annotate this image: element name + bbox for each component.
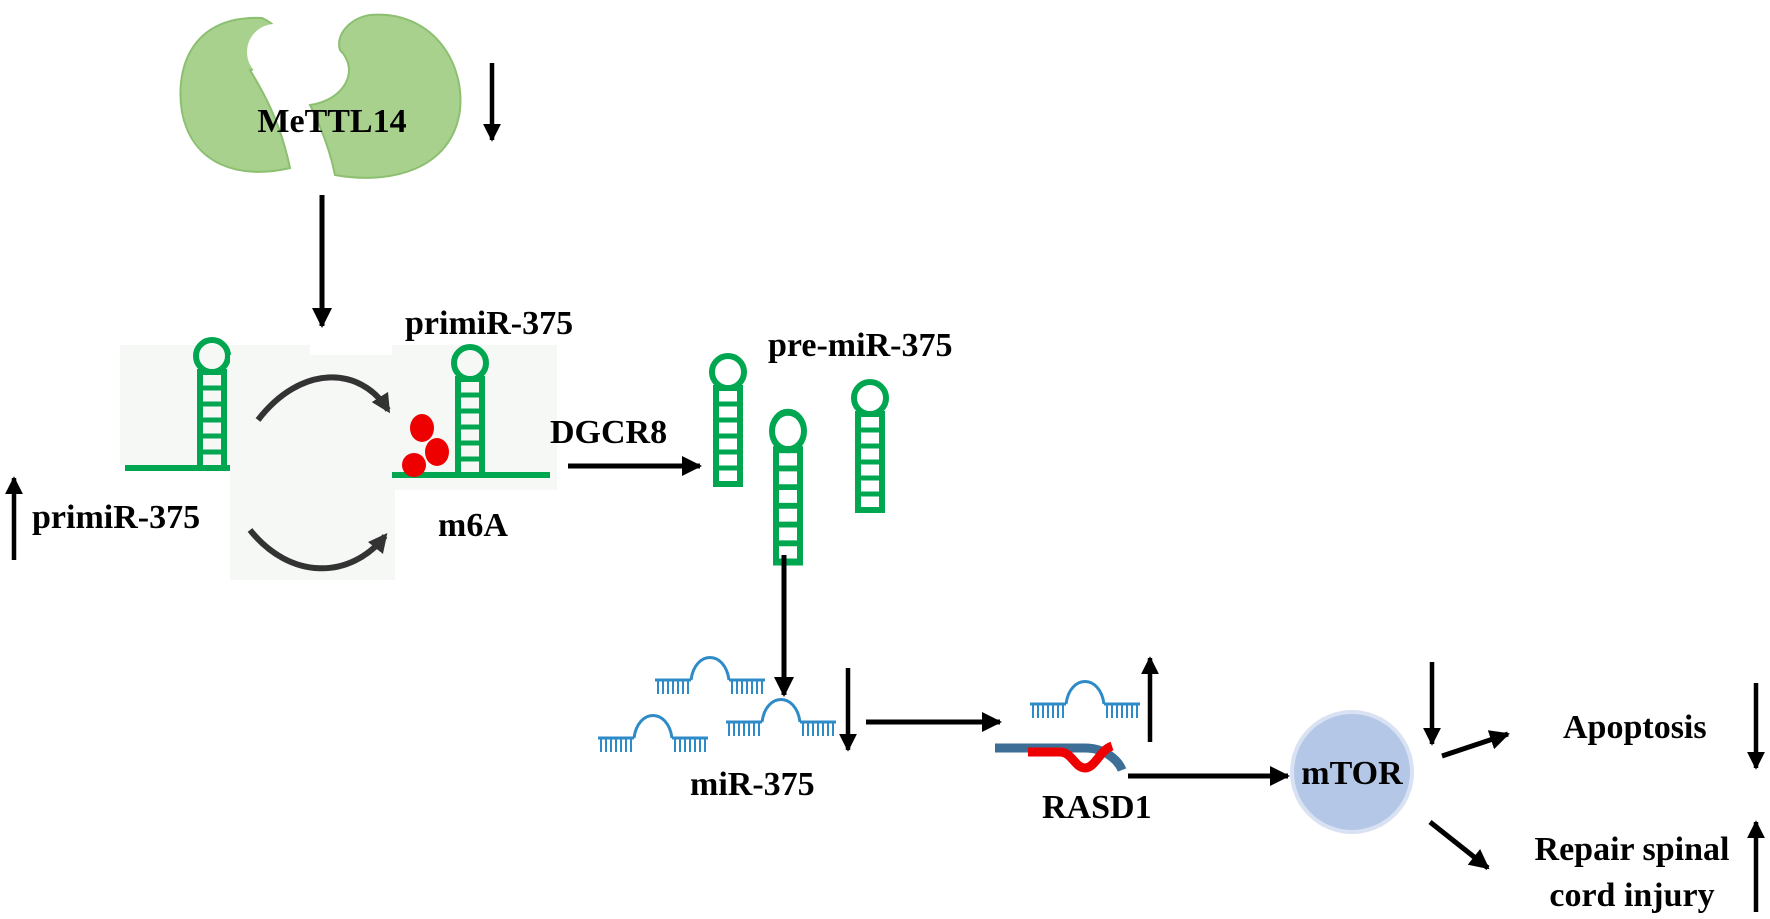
mettl14-label: MeTTL14 [257, 103, 406, 140]
pre-mir-hairpins-icon [712, 356, 886, 562]
arrow-mtor-to-repair [1428, 820, 1490, 870]
mettl14-enzyme-icon: MeTTL14 [179, 13, 462, 179]
rasd1-complex-icon [995, 680, 1142, 773]
rasd1-label: RASD1 [1042, 789, 1152, 826]
m6a-label: m6A [438, 507, 508, 544]
mtor-label: mTOR [1301, 755, 1403, 792]
mir-label: miR-375 [690, 766, 815, 803]
pre-mir-label: pre-miR-375 [768, 327, 952, 364]
primir-left-label: primiR-375 [32, 499, 200, 536]
m6a-dot-2 [425, 438, 449, 466]
mtor-node: mTOR [1290, 710, 1414, 834]
apoptosis-label: Apoptosis [1563, 709, 1707, 746]
m6a-dot-3 [402, 453, 426, 477]
m6a-dot-1 [410, 414, 434, 442]
repair-label-line1: Repair spinal [1535, 831, 1730, 868]
primir-m6a-hairpin-icon [392, 345, 557, 490]
repair-label-line2: cord injury [1549, 877, 1714, 914]
mir-375-icon [596, 656, 838, 754]
curved-arrows-panel [230, 355, 395, 580]
arrow-mtor-to-apoptosis [1441, 730, 1510, 759]
dgcr8-label: DGCR8 [550, 414, 667, 451]
primir-top-label: primiR-375 [405, 305, 573, 342]
